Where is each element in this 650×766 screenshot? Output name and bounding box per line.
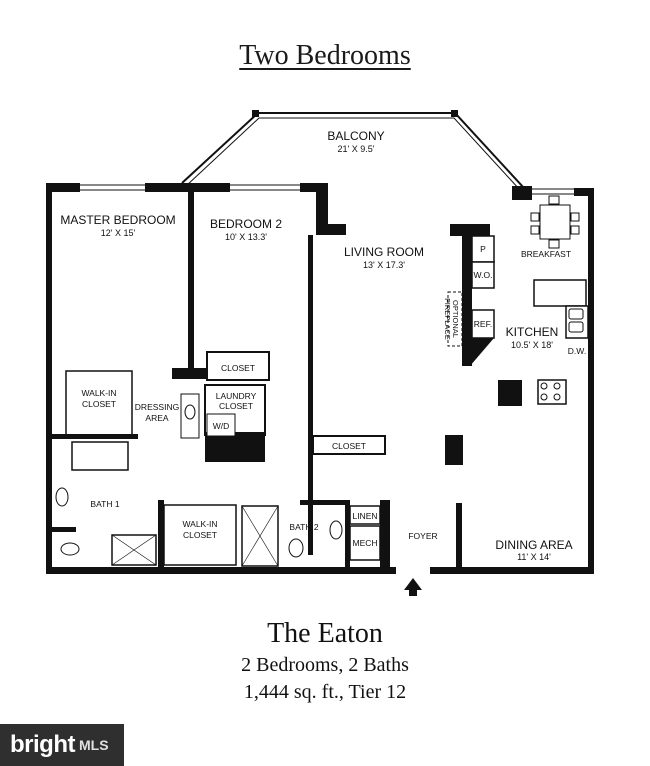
- walkin-closet-1: [65, 370, 133, 436]
- closet-living-label: CLOSET: [332, 441, 366, 451]
- bath2-shower: [241, 505, 279, 567]
- fireplace-outline: [447, 291, 463, 347]
- kitchen-label: KITCHEN: [506, 325, 559, 339]
- laundry-closet-label-a: LAUNDRY: [216, 391, 257, 401]
- bath2-toilet: [288, 538, 304, 558]
- dishwasher-label: D.W.: [568, 346, 586, 356]
- mech-label: MECH: [352, 538, 377, 548]
- pantry-label: P: [480, 244, 486, 254]
- building-name: The Eaton: [267, 618, 383, 649]
- bath1-toilet: [60, 542, 80, 556]
- dining-area-label: DINING AREA: [495, 538, 572, 552]
- mech-closet: [349, 525, 381, 561]
- breakfast-label: BREAKFAST: [521, 249, 571, 259]
- balcony-post-left: [252, 110, 259, 117]
- walkin-closet-1-label-b: CLOSET: [82, 399, 116, 409]
- bath2-sink: [329, 520, 343, 540]
- dining-area-dim: 11' X 14': [517, 552, 551, 562]
- master-bedroom-dim: 12' X 15': [101, 228, 136, 238]
- windows: [80, 184, 574, 195]
- fireplace-label-b: FIREPLACE: [443, 298, 452, 340]
- refrigerator-label: REF.: [474, 319, 492, 329]
- bath-2-label: BATH 2: [289, 522, 318, 532]
- mls-watermark: bright MLS: [0, 724, 124, 766]
- dressing-area-label-b: AREA: [145, 413, 168, 423]
- master-bedroom-label: MASTER BEDROOM: [60, 213, 175, 227]
- closet-living: [312, 435, 386, 455]
- walkin-closet-2-label-b: CLOSET: [183, 530, 217, 540]
- balcony-label: BALCONY: [327, 129, 384, 143]
- dressing-area-label-a: DRESSING: [135, 402, 179, 412]
- bath1-shower: [111, 534, 157, 566]
- balcony-outline: [181, 112, 525, 191]
- balcony-post-right: [451, 110, 458, 117]
- breakfast-table: [530, 195, 580, 249]
- bathtub: [71, 441, 129, 471]
- unit-summary: 2 Bedrooms, 2 Baths: [241, 654, 409, 676]
- bedroom-2-dim: 10' X 13.3': [225, 232, 267, 242]
- kitchen-dim: 10.5' X 18': [511, 340, 553, 350]
- watermark-suffix: MLS: [78, 737, 109, 753]
- bath1-sink: [55, 487, 69, 507]
- laundry-closet-label-b: CLOSET: [219, 401, 253, 411]
- linen-label: LINEN: [352, 511, 377, 521]
- plan-title: Two Bedrooms: [239, 40, 411, 71]
- watermark-brand: bright: [10, 731, 75, 758]
- foyer-label: FOYER: [408, 531, 437, 541]
- range-burners: [540, 382, 561, 401]
- dressing-vanity: [180, 393, 200, 439]
- living-room-dim: 13' X 17.3': [363, 260, 405, 270]
- washer-dryer: [206, 413, 236, 437]
- entry-arrow-icon: [404, 578, 422, 596]
- walkin-closet-1-label-a: WALK-IN: [81, 388, 116, 398]
- bedroom-2-label: BEDROOM 2: [210, 217, 282, 231]
- exterior-walls: [46, 183, 594, 574]
- unit-size-tier: 1,444 sq. ft., Tier 12: [243, 681, 407, 703]
- bath-1-label: BATH 1: [90, 499, 119, 509]
- walkin-closet-2: [163, 504, 237, 566]
- interior-walls: [52, 192, 522, 573]
- washer-dryer-label: W/D: [213, 421, 230, 431]
- balcony-dim: 21' X 9.5': [338, 144, 375, 154]
- wall-oven-label: W.O.: [474, 270, 493, 280]
- closet-bedroom-2-label: CLOSET: [221, 363, 255, 373]
- fireplace-label-a: OPTIONAL: [451, 300, 460, 338]
- dressing-sink: [184, 404, 196, 420]
- kitchen-counter: [470, 338, 494, 366]
- closet-bedroom-2: [206, 351, 270, 381]
- walkin-closet-2-label-a: WALK-IN: [182, 519, 217, 529]
- living-room-label: LIVING ROOM: [344, 245, 424, 259]
- linen-closet: [349, 505, 381, 525]
- kitchen-sink: [568, 308, 584, 333]
